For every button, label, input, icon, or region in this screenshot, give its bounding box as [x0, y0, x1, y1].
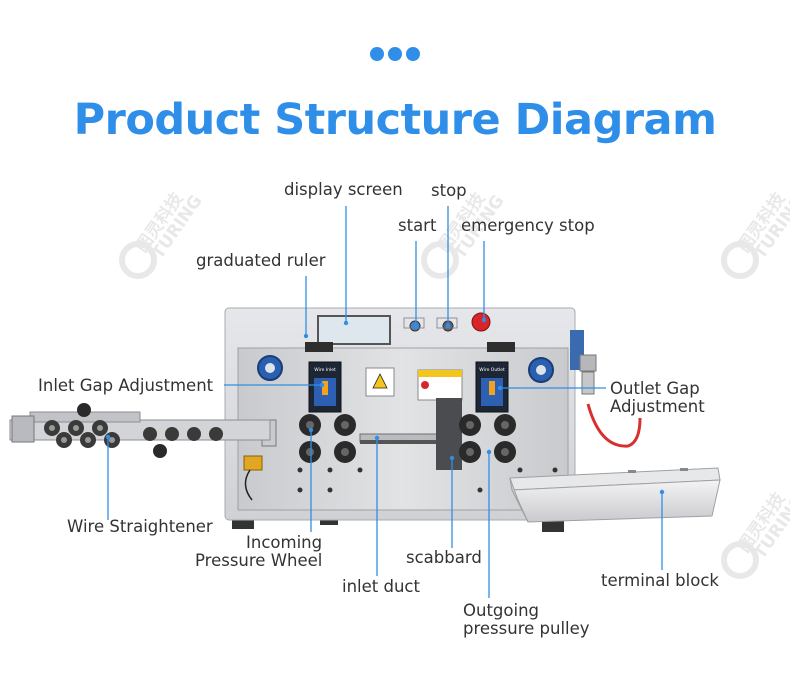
inlet-sensor [243, 455, 263, 471]
watermark-logo-icon: 图灵科技 TURING [721, 190, 790, 279]
leader-lines [107, 206, 663, 598]
leader-endpoints [105, 317, 665, 495]
label-outlet-gap-adjustment-line2: Adjustment [610, 397, 705, 416]
label-outgoing-pressure-pulley-line1: Outgoing [463, 601, 539, 620]
gauge-center [265, 363, 275, 373]
wire-straightener [9, 403, 271, 458]
label-display-screen: display screen [284, 180, 403, 199]
emergency-stop-button [471, 312, 491, 332]
decorative-dots [370, 47, 420, 63]
watermark-logo-icon: 图灵科技 TURING [721, 490, 790, 579]
dot-icon [370, 47, 384, 61]
caution-header [418, 370, 462, 377]
hose-fitting [579, 354, 597, 372]
blade-holder [436, 398, 462, 470]
inlet-knob-indicator [322, 381, 328, 395]
dot-icon [388, 47, 402, 61]
rail-shadow [360, 440, 450, 444]
button-plate [436, 317, 458, 329]
button-plate [403, 317, 425, 329]
label-outgoing-pressure-pulley-line2: pressure pulley [463, 619, 590, 638]
label-incoming-pressure-wheel-line1: Incoming [246, 533, 323, 552]
label-emergency-stop: emergency stop [461, 216, 595, 235]
terminal-block-tray [509, 467, 721, 523]
label-graduated-ruler: graduated ruler [196, 251, 326, 270]
outgoing-pressure-wheels [459, 414, 516, 463]
air-hose [586, 403, 642, 448]
clamp [487, 342, 515, 352]
incoming-pressure-wheels [299, 414, 356, 463]
dot-icon [406, 47, 420, 61]
page-title: Product Structure Diagram [73, 95, 717, 145]
inlet-knob-text: Wire Inlet [314, 367, 336, 373]
gauge-center [536, 365, 546, 375]
caution-icon [421, 381, 429, 389]
panel-screws [297, 467, 558, 493]
hose-fitting [581, 371, 595, 395]
label-scabbard: scabbard [406, 548, 482, 567]
label-wire-straightener: Wire Straightener [67, 517, 213, 536]
outlet-knob-text: Wire Outlet [479, 367, 505, 373]
label-inlet-duct: inlet duct [342, 577, 420, 596]
label-start: start [398, 216, 437, 235]
label-outlet-gap-adjustment-line1: Outlet Gap [610, 379, 700, 398]
label-stop: stop [431, 181, 467, 200]
label-terminal-block: terminal block [601, 571, 719, 590]
watermark-logo-icon: 图灵科技 TURING [421, 190, 509, 279]
warning-icon [372, 373, 388, 389]
label-incoming-pressure-wheel-line2: Pressure Wheel [195, 551, 323, 570]
sensor-cable [244, 469, 253, 501]
label-inlet-gap-adjustment: Inlet Gap Adjustment [38, 376, 214, 395]
display-screen [317, 315, 391, 345]
watermark-logo-icon: 图灵科技 TURING [119, 190, 207, 279]
clamp [305, 342, 333, 352]
outlet-knob-indicator [489, 381, 495, 395]
